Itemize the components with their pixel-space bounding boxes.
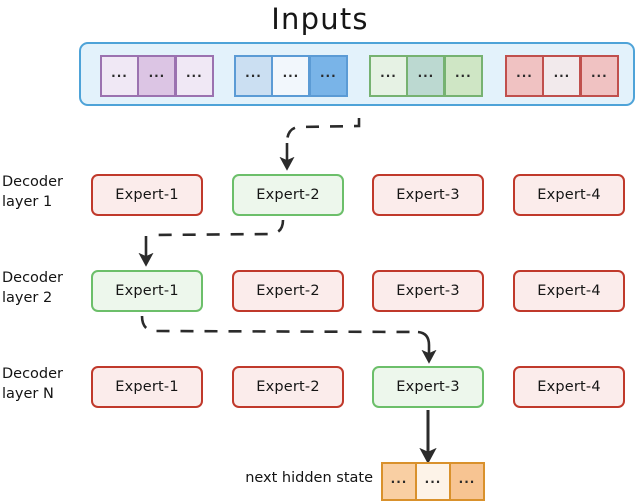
label-line-2: layer 1 (2, 194, 53, 210)
expert-label: Expert-4 (537, 379, 601, 395)
input-token-group-4: ......... (505, 55, 619, 97)
ellipsis-glyph: ... (390, 471, 408, 486)
expert-box-l3-e2[interactable]: Expert-2 (232, 366, 344, 408)
input-token-cell: ... (137, 55, 177, 97)
connector-layer1-expert2-to-layer2-expert1 (138, 219, 285, 267)
input-token-cell: ... (443, 55, 483, 97)
input-token-cell: ... (579, 55, 619, 97)
input-token-group-2: ......... (234, 55, 348, 97)
input-token-cell: ... (100, 55, 139, 97)
label-line-1: Decoder (2, 270, 64, 286)
decoder-layer-label-2: Decoder layer 2 (2, 268, 78, 308)
page-title: Inputs (271, 2, 369, 36)
input-token-cell: ... (234, 55, 273, 97)
expert-box-l1-e4[interactable]: Expert-4 (513, 174, 625, 216)
expert-label: Expert-2 (256, 379, 320, 395)
ellipsis-glyph: ... (454, 66, 472, 80)
ellipsis-glyph: ... (458, 471, 476, 486)
expert-label: Expert-2 (256, 187, 320, 203)
decoder-layer-label-3: Decoder layer N (2, 364, 78, 404)
expert-label: Expert-3 (396, 379, 460, 395)
expert-label: Expert-3 (396, 283, 460, 299)
label-line-2: layer N (2, 386, 54, 402)
expert-box-l3-e1[interactable]: Expert-1 (91, 366, 203, 408)
input-token-cell: ... (308, 55, 348, 97)
expert-box-l1-e3[interactable]: Expert-3 (372, 174, 484, 216)
expert-box-l1-e1[interactable]: Expert-1 (91, 174, 203, 216)
input-token-group-1: ......... (100, 55, 214, 97)
decoder-layer-label-1: Decoder layer 1 (2, 172, 78, 212)
expert-box-l3-e3[interactable]: Expert-3 (372, 366, 484, 408)
ellipsis-glyph: ... (245, 66, 262, 80)
expert-label: Expert-4 (537, 187, 601, 203)
expert-label: Expert-3 (396, 187, 460, 203)
input-token-group-3: ......... (369, 55, 483, 97)
ellipsis-glyph: ... (424, 471, 442, 486)
next-hidden-state-cells: ......... (381, 462, 485, 501)
output-cell: ... (415, 462, 451, 501)
ellipsis-glyph: ... (319, 66, 337, 80)
input-token-cell: ... (542, 55, 582, 97)
expert-label: Expert-2 (256, 283, 320, 299)
expert-box-l1-e2[interactable]: Expert-2 (232, 174, 344, 216)
inputs-container: .................................... (79, 42, 635, 106)
input-token-cell: ... (505, 55, 544, 97)
expert-box-l2-e2[interactable]: Expert-2 (232, 270, 344, 312)
expert-box-l2-e1[interactable]: Expert-1 (91, 270, 203, 312)
input-token-cell: ... (406, 55, 446, 97)
label-line-1: Decoder (2, 366, 64, 382)
ellipsis-glyph: ... (380, 66, 397, 80)
ellipsis-glyph: ... (111, 66, 128, 80)
output-cell: ... (449, 462, 485, 501)
expert-box-l2-e3[interactable]: Expert-3 (372, 270, 484, 312)
ellipsis-glyph: ... (417, 66, 435, 80)
expert-label: Expert-1 (115, 379, 179, 395)
connector-layer2-expert1-to-layerN-expert3 (140, 315, 437, 364)
connector-inputs-to-layer1-expert2 (279, 118, 361, 171)
ellipsis-glyph: ... (590, 66, 608, 80)
ellipsis-glyph: ... (185, 66, 203, 80)
expert-label: Expert-1 (115, 187, 179, 203)
input-token-cell: ... (271, 55, 311, 97)
label-line-2: layer 2 (2, 290, 53, 306)
input-token-cell: ... (174, 55, 214, 97)
expert-label: Expert-4 (537, 283, 601, 299)
output-cell: ... (381, 462, 417, 501)
expert-box-l2-e4[interactable]: Expert-4 (513, 270, 625, 312)
ellipsis-glyph: ... (148, 66, 166, 80)
label-line-1: Decoder (2, 174, 64, 190)
ellipsis-glyph: ... (553, 66, 571, 80)
expert-box-l3-e4[interactable]: Expert-4 (513, 366, 625, 408)
input-token-cell: ... (369, 55, 408, 97)
next-hidden-state-label: next hidden state (245, 470, 373, 486)
ellipsis-glyph: ... (516, 66, 533, 80)
expert-label: Expert-1 (115, 283, 179, 299)
ellipsis-glyph: ... (282, 66, 300, 80)
